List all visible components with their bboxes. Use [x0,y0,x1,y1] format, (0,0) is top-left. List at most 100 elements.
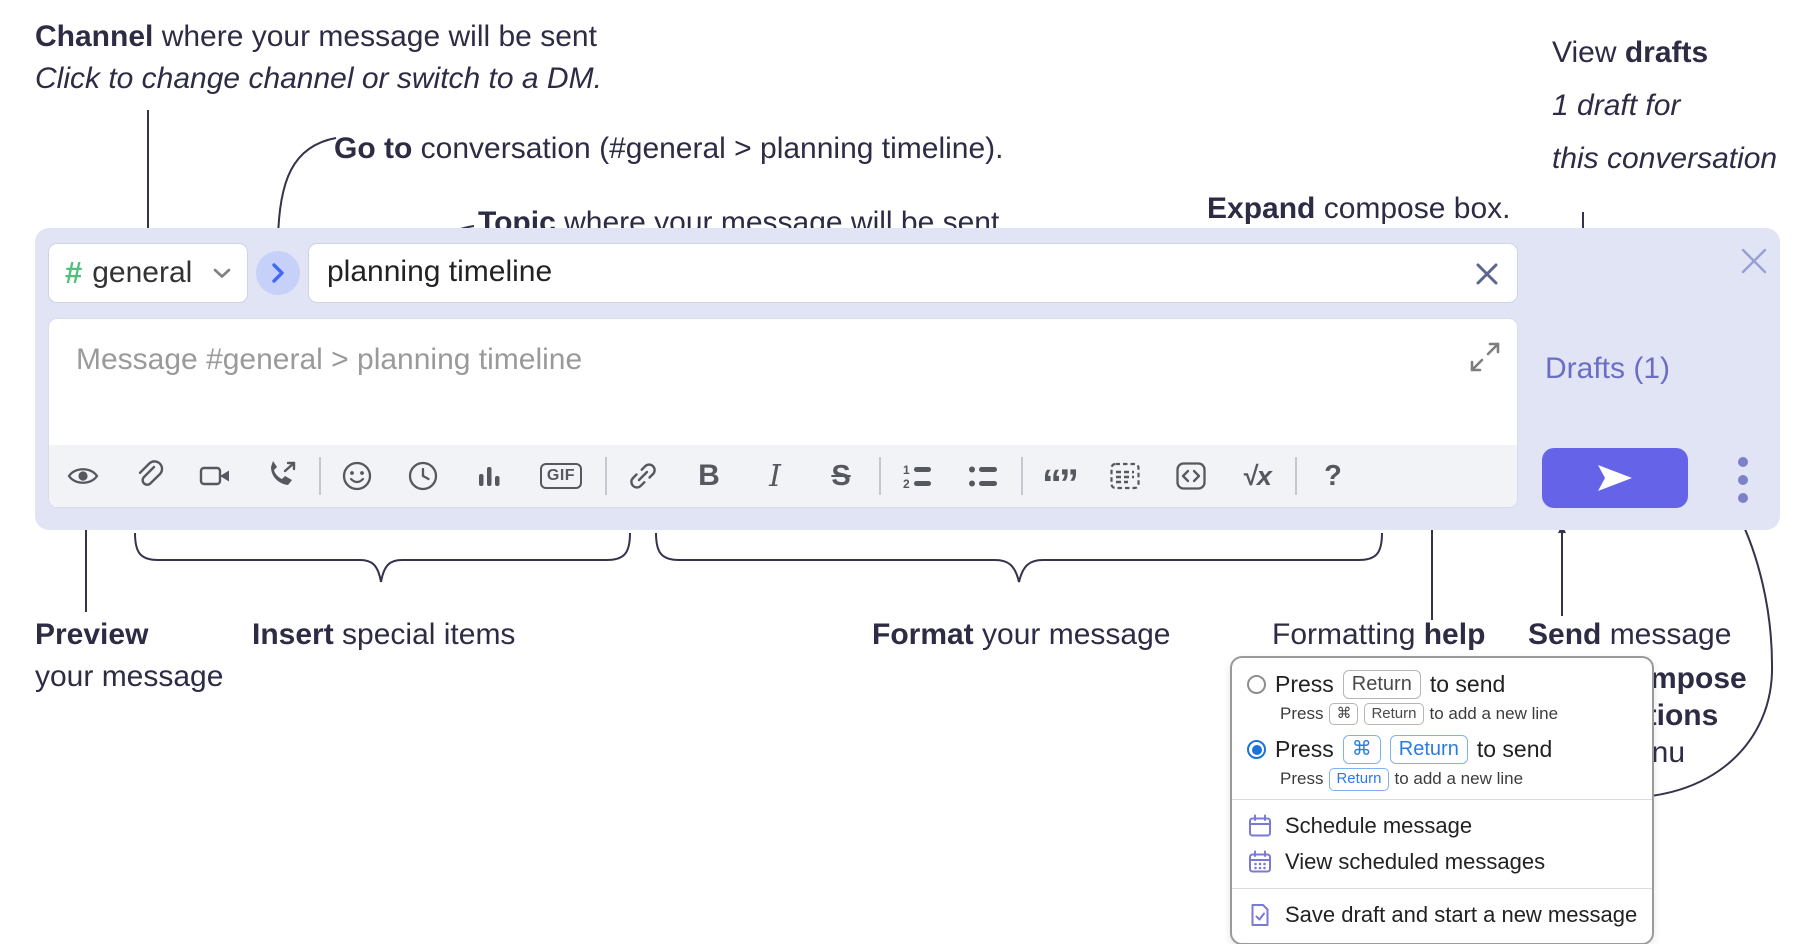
send-annotation-bold: Send [1528,618,1602,651]
schedule-message-label: Schedule message [1285,812,1473,838]
compose-options-button[interactable] [1725,454,1761,506]
ellipsis-dot [1738,475,1748,485]
toolbar-divider [605,457,607,495]
cmd-key-chip: ⌘ [1342,735,1381,765]
spoiler-icon[interactable] [1105,454,1145,498]
send-on-return-option[interactable]: Press Return to send [1247,670,1637,699]
svg-text:1: 1 [903,463,910,477]
channel-selector[interactable]: # general [48,243,248,303]
channel-annotation: Channel where your message will be sent … [35,16,602,100]
menu-divider [1232,798,1653,800]
option2-to-send: to send [1476,736,1553,763]
send-on-cmd-return-sub: Press Return to add a new line [1280,768,1637,791]
preview-annotation-line2: your message [35,660,224,693]
view-drafts-bold: drafts [1624,36,1709,69]
toolbar-divider [319,457,321,495]
poll-chart-icon[interactable] [469,454,509,498]
video-call-icon[interactable] [195,454,235,498]
format-brace [655,532,1383,583]
radio-selected-icon[interactable] [1247,740,1266,760]
cmd-key-chip: ⌘ [1329,703,1359,726]
formatting-help-annotation: Formatting help [1272,614,1485,656]
option1-sub-press: Press [1280,704,1324,724]
chevron-right-icon [272,263,284,283]
goto-annotation-rest: conversation (#general > planning timeli… [412,132,1004,165]
expand-annotation-bold: Expand [1207,192,1316,225]
gif-label: GIF [539,463,583,489]
compose-options-menu: Press Return to send Press ⌘ Return to a… [1230,656,1655,944]
expand-diagonal-icon [1470,342,1500,372]
schedule-message-item[interactable]: Schedule message [1247,808,1637,844]
option1-sub-rest: to add a new line [1429,704,1559,724]
calendar-icon [1249,814,1271,836]
topic-input[interactable] [309,244,1457,300]
return-key-chip: Return [1389,735,1468,765]
send-annotation-rest: message [1601,618,1732,651]
emoji-icon[interactable] [337,454,377,498]
channel-hash-icon: # [65,255,83,290]
channel-annotation-bold: Channel [35,20,154,53]
svg-text:2: 2 [903,477,910,491]
format-annotation-rest: your message [973,618,1171,651]
close-compose-button[interactable] [1737,244,1771,278]
link-icon[interactable] [623,454,663,498]
view-drafts-pre: View [1552,36,1625,69]
expand-annotation-rest: compose box. [1315,192,1511,225]
quote-icon[interactable]: “” [1042,462,1079,506]
math-icon[interactable]: √x [1242,460,1272,491]
strikethrough-icon[interactable]: S [831,459,851,492]
insert-brace [134,532,631,583]
goto-annotation-bold: Go to [334,132,413,165]
preview-annotation-bold: Preview [35,618,149,651]
send-button[interactable] [1542,448,1688,508]
view-drafts-line2: 1 draft for [1552,89,1681,122]
clear-topic-button[interactable] [1473,260,1501,293]
bulleted-list-icon[interactable] [963,454,1003,498]
italic-icon[interactable]: I [769,458,781,494]
expand-compose-button[interactable] [1469,341,1501,378]
channel-annotation-rest: where your message will be sent [153,20,597,53]
go-to-conversation-button[interactable] [256,251,300,295]
menu-divider [1232,887,1653,889]
save-draft-item[interactable]: Save draft and start a new message [1247,897,1637,933]
preview-icon[interactable] [63,454,103,498]
calendar-grid-icon [1249,850,1271,872]
message-formatting-help-icon[interactable]: ? [1324,459,1342,492]
ellipsis-dot [1738,493,1748,503]
format-annotation: Format your message [872,614,1170,656]
gif-icon[interactable]: GIF [535,454,587,498]
goto-arrow [274,137,337,241]
insert-annotation: Insert special items [252,614,515,656]
option2-sub-press: Press [1280,769,1324,789]
paperclip-icon[interactable] [129,454,169,498]
channel-name: general [92,256,193,289]
view-scheduled-messages-item[interactable]: View scheduled messages [1247,844,1637,880]
drafts-link[interactable]: Drafts (1) [1545,352,1671,385]
message-input[interactable]: Message #general > planning timeline [76,343,583,376]
clock-icon[interactable] [403,454,443,498]
return-key-chip: Return [1329,768,1389,791]
preview-annotation: Preview your message [35,614,223,698]
save-draft-label: Save draft and start a new message [1285,901,1638,927]
insert-annotation-rest: special items [333,618,516,651]
channel-annotation-line2: Click to change channel or switch to a D… [35,62,602,95]
toolbar-divider [1295,457,1297,495]
view-drafts-annotation: View drafts 1 draft for this conversatio… [1552,26,1777,185]
option2-press: Press [1275,736,1334,763]
radio-unselected-icon[interactable] [1247,675,1266,694]
topic-field [308,243,1518,303]
formatting-help-pre: Formatting [1272,618,1424,651]
option2-sub-rest: to add a new line [1394,769,1524,789]
draft-document-icon [1251,903,1269,926]
paper-plane-icon [1598,465,1632,491]
view-scheduled-messages-label: View scheduled messages [1285,848,1546,874]
insert-annotation-bold: Insert [252,618,334,651]
code-icon[interactable] [1171,454,1211,498]
close-icon [1476,263,1498,285]
message-area: Message #general > planning timeline [48,318,1518,508]
bold-icon[interactable]: B [698,459,720,492]
voice-call-icon[interactable] [261,454,301,498]
send-on-cmd-return-option[interactable]: Press ⌘ Return to send [1247,735,1637,765]
